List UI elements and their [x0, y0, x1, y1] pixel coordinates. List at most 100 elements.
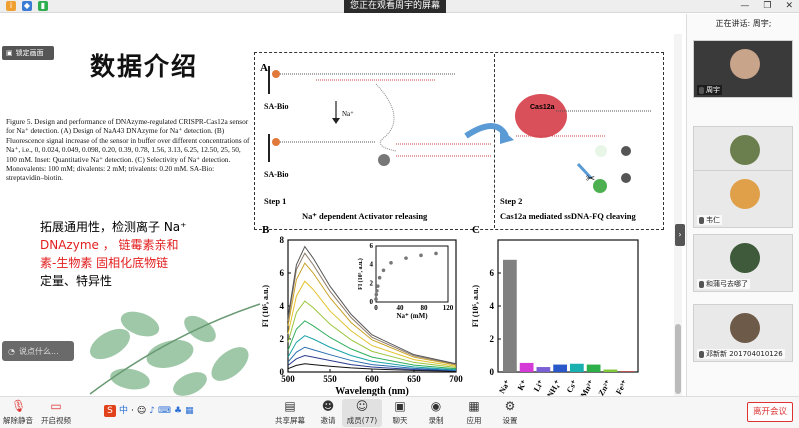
- shield-icon[interactable]: ◆: [22, 1, 32, 11]
- y-tick-label: 4: [280, 301, 285, 311]
- apps-button[interactable]: ▦ 应用: [456, 399, 492, 427]
- inset-point: [389, 261, 393, 265]
- chat-button[interactable]: ▣ 聊天: [382, 399, 418, 427]
- y-tick-label: 6: [490, 268, 495, 278]
- sa-bio-label-2: SA-Bio: [264, 170, 289, 179]
- category-label: Na⁺: [497, 379, 512, 396]
- speaking-indicator: 正在讲话: 周宇;: [715, 19, 772, 28]
- bar: [603, 369, 618, 372]
- record-button[interactable]: ◉ 录制: [418, 399, 454, 427]
- keyboard-icon[interactable]: ⌨: [158, 406, 172, 416]
- lock-view-button[interactable]: ▣ 锁定画面: [2, 46, 54, 60]
- unmute-button[interactable]: 🎙 解除静音: [0, 399, 36, 427]
- category-label: Cs⁺: [565, 379, 579, 395]
- x-tick-label: 700: [449, 374, 463, 384]
- mic-icon: [699, 350, 704, 358]
- inset-x-tick-label: 40: [397, 304, 405, 312]
- chat-label: 聊天: [392, 416, 408, 425]
- start-video-button[interactable]: ▭ 开启视频: [38, 399, 74, 427]
- chart-b-xlabel: Wavelength (nm): [335, 386, 409, 396]
- figure-panel-a-frame: [254, 52, 664, 230]
- vertical-scrollbar[interactable]: [674, 34, 682, 396]
- members-label: 成员(77): [346, 416, 378, 425]
- avatar: [730, 313, 760, 343]
- y-tick-label: 4: [490, 301, 495, 311]
- participant-name: 邓新新 2017040101​26: [697, 349, 785, 359]
- inset-xlabel: Na⁺ (mM): [396, 312, 428, 320]
- lock-label: 锁定画面: [15, 49, 44, 57]
- invite-icon: ☻: [321, 399, 335, 413]
- chat-input-bubble[interactable]: ◔ 说点什么...: [2, 341, 74, 361]
- participant-panel: 正在讲话: 周宇; 周宇李欢韦仁和蒲弓去哪了邓新新 2017040101​26: [686, 14, 799, 396]
- share-screen-button[interactable]: ▤ 共享屏幕: [272, 399, 308, 427]
- panel-a-diagram: ✂: [268, 66, 651, 193]
- skin-icon[interactable]: ♣: [174, 406, 183, 416]
- slide-title: 数据介绍: [90, 52, 199, 81]
- minimize-button[interactable]: —: [740, 1, 750, 11]
- y-tick-label: 0: [280, 367, 285, 377]
- chart-c-frame: [497, 239, 639, 373]
- punct-icon[interactable]: ·: [131, 406, 134, 416]
- emoji-icon[interactable]: ☺: [136, 406, 147, 416]
- bar: [536, 367, 551, 372]
- inset-point: [376, 284, 380, 288]
- step2-label: Step 2: [500, 196, 523, 206]
- inset-x-tick-label: 0: [374, 304, 378, 312]
- voice-icon[interactable]: ♪: [149, 406, 156, 416]
- bar: [503, 259, 517, 372]
- inset-frame: [375, 245, 449, 303]
- spectrum-line: [287, 363, 457, 372]
- bar: [519, 362, 534, 372]
- panel-b-label: B: [262, 224, 270, 236]
- svg-text:✂: ✂: [586, 172, 595, 185]
- members-icon: ☺: [355, 399, 369, 413]
- participant-tile[interactable]: 周宇: [693, 40, 793, 98]
- chat-icon: ▣: [394, 399, 406, 413]
- mic-icon: [699, 280, 704, 288]
- record-icon: ◉: [430, 399, 442, 413]
- participant-tile[interactable]: 邓新新 2017040101​26: [693, 304, 793, 362]
- avatar: [730, 243, 760, 273]
- collapse-panel-button[interactable]: ›: [675, 224, 685, 246]
- note-line-1: 拓展通用性，检测离子 Na⁺: [40, 220, 187, 234]
- lock-icon: ▣: [6, 49, 13, 57]
- slide-notes: 拓展通用性，检测离子 Na⁺ DNAzyme ， 链霉素亲和 素-生物素 固相化…: [40, 218, 186, 290]
- members-button[interactable]: ☺ 成员(77): [342, 399, 382, 427]
- apps-label: 应用: [466, 416, 482, 425]
- note-line-3: 素-生物素 固相化底物链: [40, 256, 169, 270]
- video-label: 开启视频: [41, 416, 71, 425]
- unmute-label: 解除静音: [3, 416, 33, 425]
- category-label: Zn²⁺: [597, 379, 613, 397]
- category-label: NH₄⁺: [545, 379, 562, 397]
- screen-share-banner[interactable]: 您正在观看周宇的屏幕: [344, 0, 447, 13]
- leave-meeting-button[interactable]: 离开会议: [747, 402, 793, 422]
- invite-button[interactable]: ☻ 邀请: [310, 399, 346, 427]
- note-line-2: DNAzyme ， 链霉素亲和: [40, 238, 179, 252]
- inset-point: [374, 292, 379, 297]
- step1-label: Step 1: [264, 196, 287, 206]
- participant-tile[interactable]: 韦仁: [693, 170, 793, 228]
- y-tick-label: 2: [280, 334, 285, 344]
- step2-description: Cas12a mediated ssDNA-FQ cleaving: [500, 211, 636, 221]
- signal-icon[interactable]: ▮: [38, 1, 48, 11]
- maximize-button[interactable]: ❐: [763, 1, 772, 11]
- spectrum-line: [287, 245, 457, 365]
- y-tick-label: 0: [490, 367, 495, 377]
- bar: [570, 363, 584, 372]
- close-button[interactable]: ✕: [785, 1, 793, 11]
- participant-tile[interactable]: 和蒲弓去哪了: [693, 234, 793, 292]
- settings-button[interactable]: ⚙ 设置: [492, 399, 528, 427]
- cas12a-label: Cas12a: [530, 104, 555, 111]
- scrollbar-thumb[interactable]: [675, 324, 681, 394]
- ime-toolbar[interactable]: S 中 · ☺ ♪ ⌨ ♣ ▦: [104, 405, 194, 417]
- info-icon[interactable]: i: [6, 1, 16, 11]
- record-label: 录制: [428, 416, 444, 425]
- tools-icon[interactable]: ▦: [185, 406, 194, 416]
- spectrum-line: [287, 262, 457, 366]
- ime-mode[interactable]: 中: [119, 406, 129, 416]
- bottom-toolbar: 🎙 解除静音 ▭ 开启视频 S 中 · ☺ ♪ ⌨ ♣ ▦ ▤ 共享屏幕 ☻ 邀…: [0, 396, 799, 428]
- sa-bio-label-1: SA-Bio: [264, 102, 289, 111]
- apps-icon: ▦: [468, 399, 480, 413]
